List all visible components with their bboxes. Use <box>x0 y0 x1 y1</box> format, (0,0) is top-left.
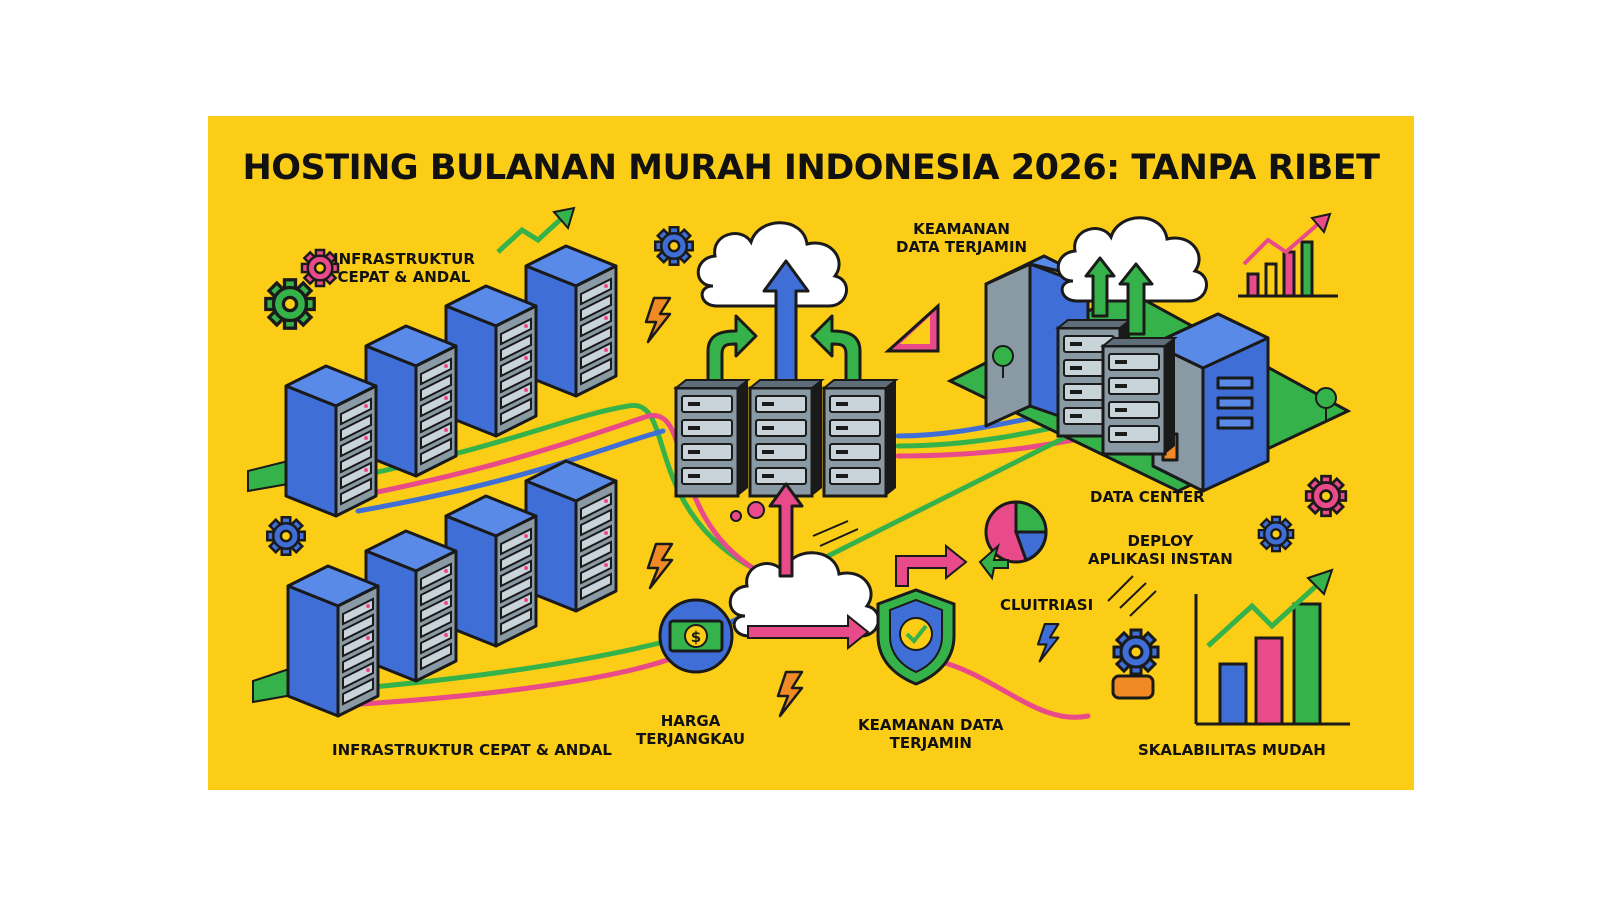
gear-icon <box>264 278 316 330</box>
lightning-icon <box>776 670 804 718</box>
label-infrastruktur-top: INFRASTRUKTUR CEPAT & ANDAL <box>333 250 475 286</box>
label-skalabilitas: SKALABILITAS MUDAH <box>1138 741 1326 759</box>
gear-icon <box>1112 628 1160 676</box>
gear-icon <box>1257 515 1295 553</box>
lightning-icon <box>646 542 674 590</box>
label-clustering: CLUITRIASI <box>1000 596 1094 614</box>
shield-check-icon <box>876 588 956 686</box>
lightning-icon <box>644 296 672 344</box>
dollar-coin-icon: $ <box>658 598 734 674</box>
svg-text:$: $ <box>691 628 701 646</box>
label-keamanan-top: KEAMANAN DATA TERJAMIN <box>896 220 1028 256</box>
bar-chart-icon <box>1194 594 1350 726</box>
illustration: $ <box>247 206 1352 726</box>
lightning-icon <box>1036 622 1060 663</box>
pie-chart-icon <box>984 500 1048 564</box>
gear-icon <box>1304 474 1348 518</box>
poster-title: HOSTING BULANAN MURAH INDONESIA 2026: TA… <box>242 148 1380 188</box>
label-harga: HARGA TERJANGKAU <box>636 712 746 748</box>
label-deploy: DEPLOY APLIKASI INSTAN <box>1088 532 1233 568</box>
gear-icon <box>266 516 306 556</box>
label-infrastruktur-bottom: INFRASTRUKTUR CEPAT & ANDAL <box>332 741 612 759</box>
label-keamanan-bottom: KEAMANAN DATA TERJAMIN <box>858 716 1004 752</box>
gear-icon <box>654 226 694 266</box>
label-data-center: DATA CENTER <box>1090 488 1205 506</box>
poster: $ <box>208 116 1414 790</box>
